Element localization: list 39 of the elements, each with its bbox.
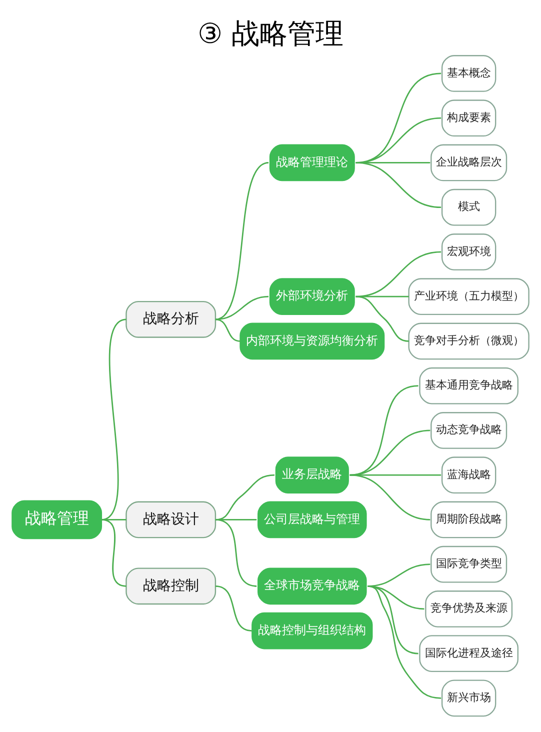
connector: [350, 384, 418, 476]
connector: [350, 474, 430, 520]
node-box: 战略设计: [126, 500, 216, 538]
node-box: 竞争优势及来源: [425, 590, 513, 627]
node-box: 新兴市场: [441, 679, 496, 716]
node-box: 宏观环境: [441, 233, 496, 270]
node-box: 外部环境分析: [269, 278, 355, 315]
node-box: 动态竞争战略: [430, 412, 508, 448]
node-box: 构成要素: [441, 99, 496, 136]
node-box: 战略分析: [126, 300, 216, 338]
node-box: 企业战略层次: [430, 144, 508, 181]
connector: [101, 318, 126, 520]
node-box: 战略管理理论: [269, 144, 355, 181]
node-box: 公司层战略与管理: [258, 500, 367, 538]
node-box: 内部环境与资源均衡分析: [240, 322, 385, 360]
node-box: 国际竞争类型: [430, 545, 508, 582]
node-box: 竞争对手分析（微观）: [408, 322, 530, 360]
node-box: 产业环境（五力模型）: [408, 278, 530, 315]
node-box: 蓝海战略: [441, 456, 496, 494]
node-box: 国际化进程及途径: [419, 634, 518, 672]
node-box: 战略管理: [12, 500, 102, 539]
node-box: 全球市场竞争战略: [258, 567, 367, 604]
connector: [356, 162, 442, 208]
node-box: 战略控制与组织结构: [252, 612, 373, 649]
node-box: 基本概念: [441, 54, 496, 92]
connector: [215, 584, 252, 631]
node-box: 业务层战略: [275, 456, 349, 494]
diagram-title: ③ 战略管理: [198, 16, 344, 50]
connector: [368, 584, 442, 698]
connector: [356, 295, 409, 342]
node-box: 战略控制: [126, 567, 216, 604]
connector: [215, 518, 257, 586]
node-box: 基本通用竞争战略: [419, 366, 518, 404]
connector: [215, 162, 269, 320]
node-box: 模式: [441, 188, 496, 226]
node-box: 周期阶段战略: [430, 500, 508, 538]
connector: [215, 295, 269, 320]
connector: [215, 318, 240, 342]
connector: [101, 518, 126, 586]
